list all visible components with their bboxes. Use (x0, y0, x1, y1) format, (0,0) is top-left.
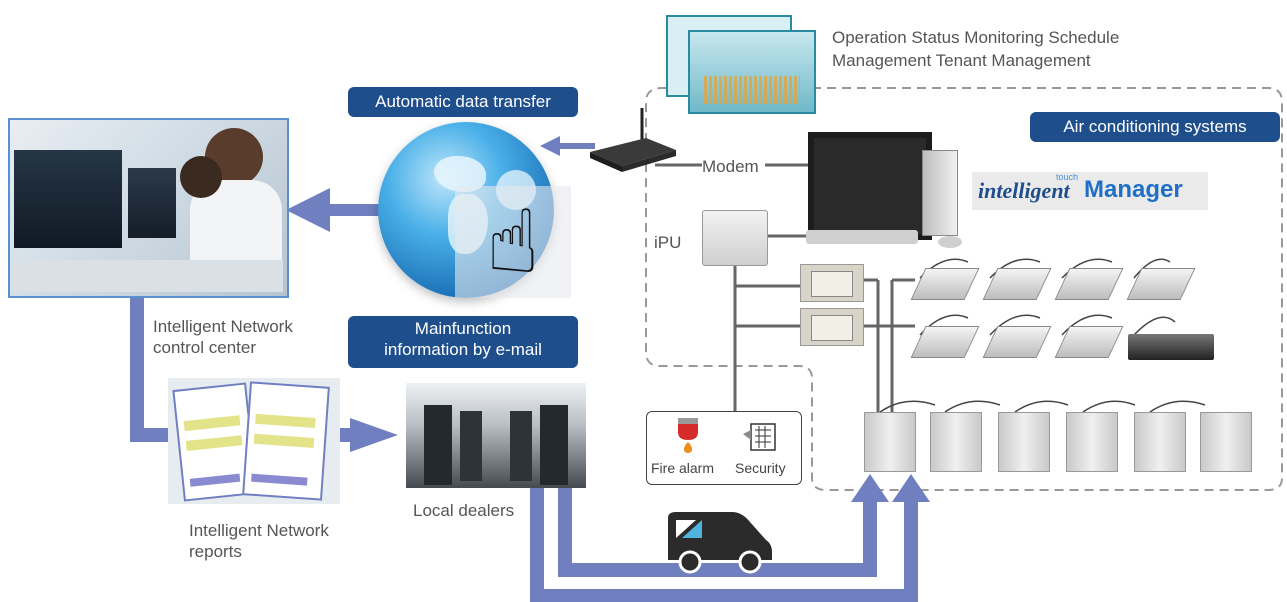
service-van-icon (668, 512, 772, 574)
logo-touch: touch (1056, 172, 1079, 182)
modem-label: Modem (702, 157, 759, 176)
local-dealers-label: Local dealers (413, 501, 515, 520)
fire-alarm-icon (678, 418, 698, 453)
operator-person (180, 156, 222, 198)
ipu-device (702, 210, 768, 266)
ipu-label: iPU (654, 233, 682, 252)
wiring-lines (655, 163, 915, 420)
pc-keyboard (806, 230, 918, 244)
router-icon (590, 108, 676, 172)
outdoor-unit (1066, 412, 1118, 472)
security-label: Security (735, 460, 786, 476)
ac-systems-badge: Air conditioning systems (1030, 112, 1280, 142)
remote-controller (800, 308, 864, 346)
intelligent-manager-logo: intelligent touch Manager (972, 172, 1208, 210)
outdoor-unit (930, 412, 982, 472)
control-center-label-1: Intelligent Network (153, 317, 293, 336)
mail-badge: Mainfunction information by e-mail (348, 316, 578, 368)
remote-controller (800, 264, 864, 302)
logo-word-2: Manager (1084, 176, 1183, 203)
control-center-label-2: control center (153, 338, 256, 357)
pointer-hand-icon: ☝ (455, 186, 571, 298)
desk (10, 260, 283, 292)
outdoor-unit (1200, 412, 1252, 472)
reports-label-2: reports (189, 542, 242, 561)
fire-alarm-label: Fire alarm (651, 460, 715, 476)
status-text-line-1: Operation Status Monitoring Schedule (832, 28, 1120, 47)
status-screen (688, 30, 816, 114)
outdoor-unit (864, 412, 916, 472)
fire-security-panel: Fire alarm Security (646, 411, 802, 485)
auto-transfer-badge: Automatic data transfer (348, 87, 578, 117)
report-sheet (242, 381, 330, 501)
ducted-unit (1128, 334, 1214, 360)
pc-mouse (938, 236, 962, 248)
outdoor-unit (998, 412, 1050, 472)
security-icon (743, 423, 776, 451)
monitor-screen (128, 168, 176, 238)
reports-label-1: Intelligent Network (189, 521, 329, 540)
mail-badge-line-2: information by e-mail (384, 340, 542, 359)
monitor-screen (14, 150, 122, 248)
local-dealers-photo (406, 383, 586, 488)
ac-system-boundary (645, 87, 1283, 491)
control-center-photo (8, 118, 289, 298)
reports-image (168, 378, 340, 504)
mail-badge-line-1: Mainfunction (414, 319, 512, 338)
pc-monitor (808, 132, 932, 240)
outdoor-unit (1134, 412, 1186, 472)
status-text-line-2: Management Tenant Management (832, 51, 1091, 70)
logo-word-1: intelligent (978, 178, 1070, 203)
pc-tower (922, 150, 958, 236)
